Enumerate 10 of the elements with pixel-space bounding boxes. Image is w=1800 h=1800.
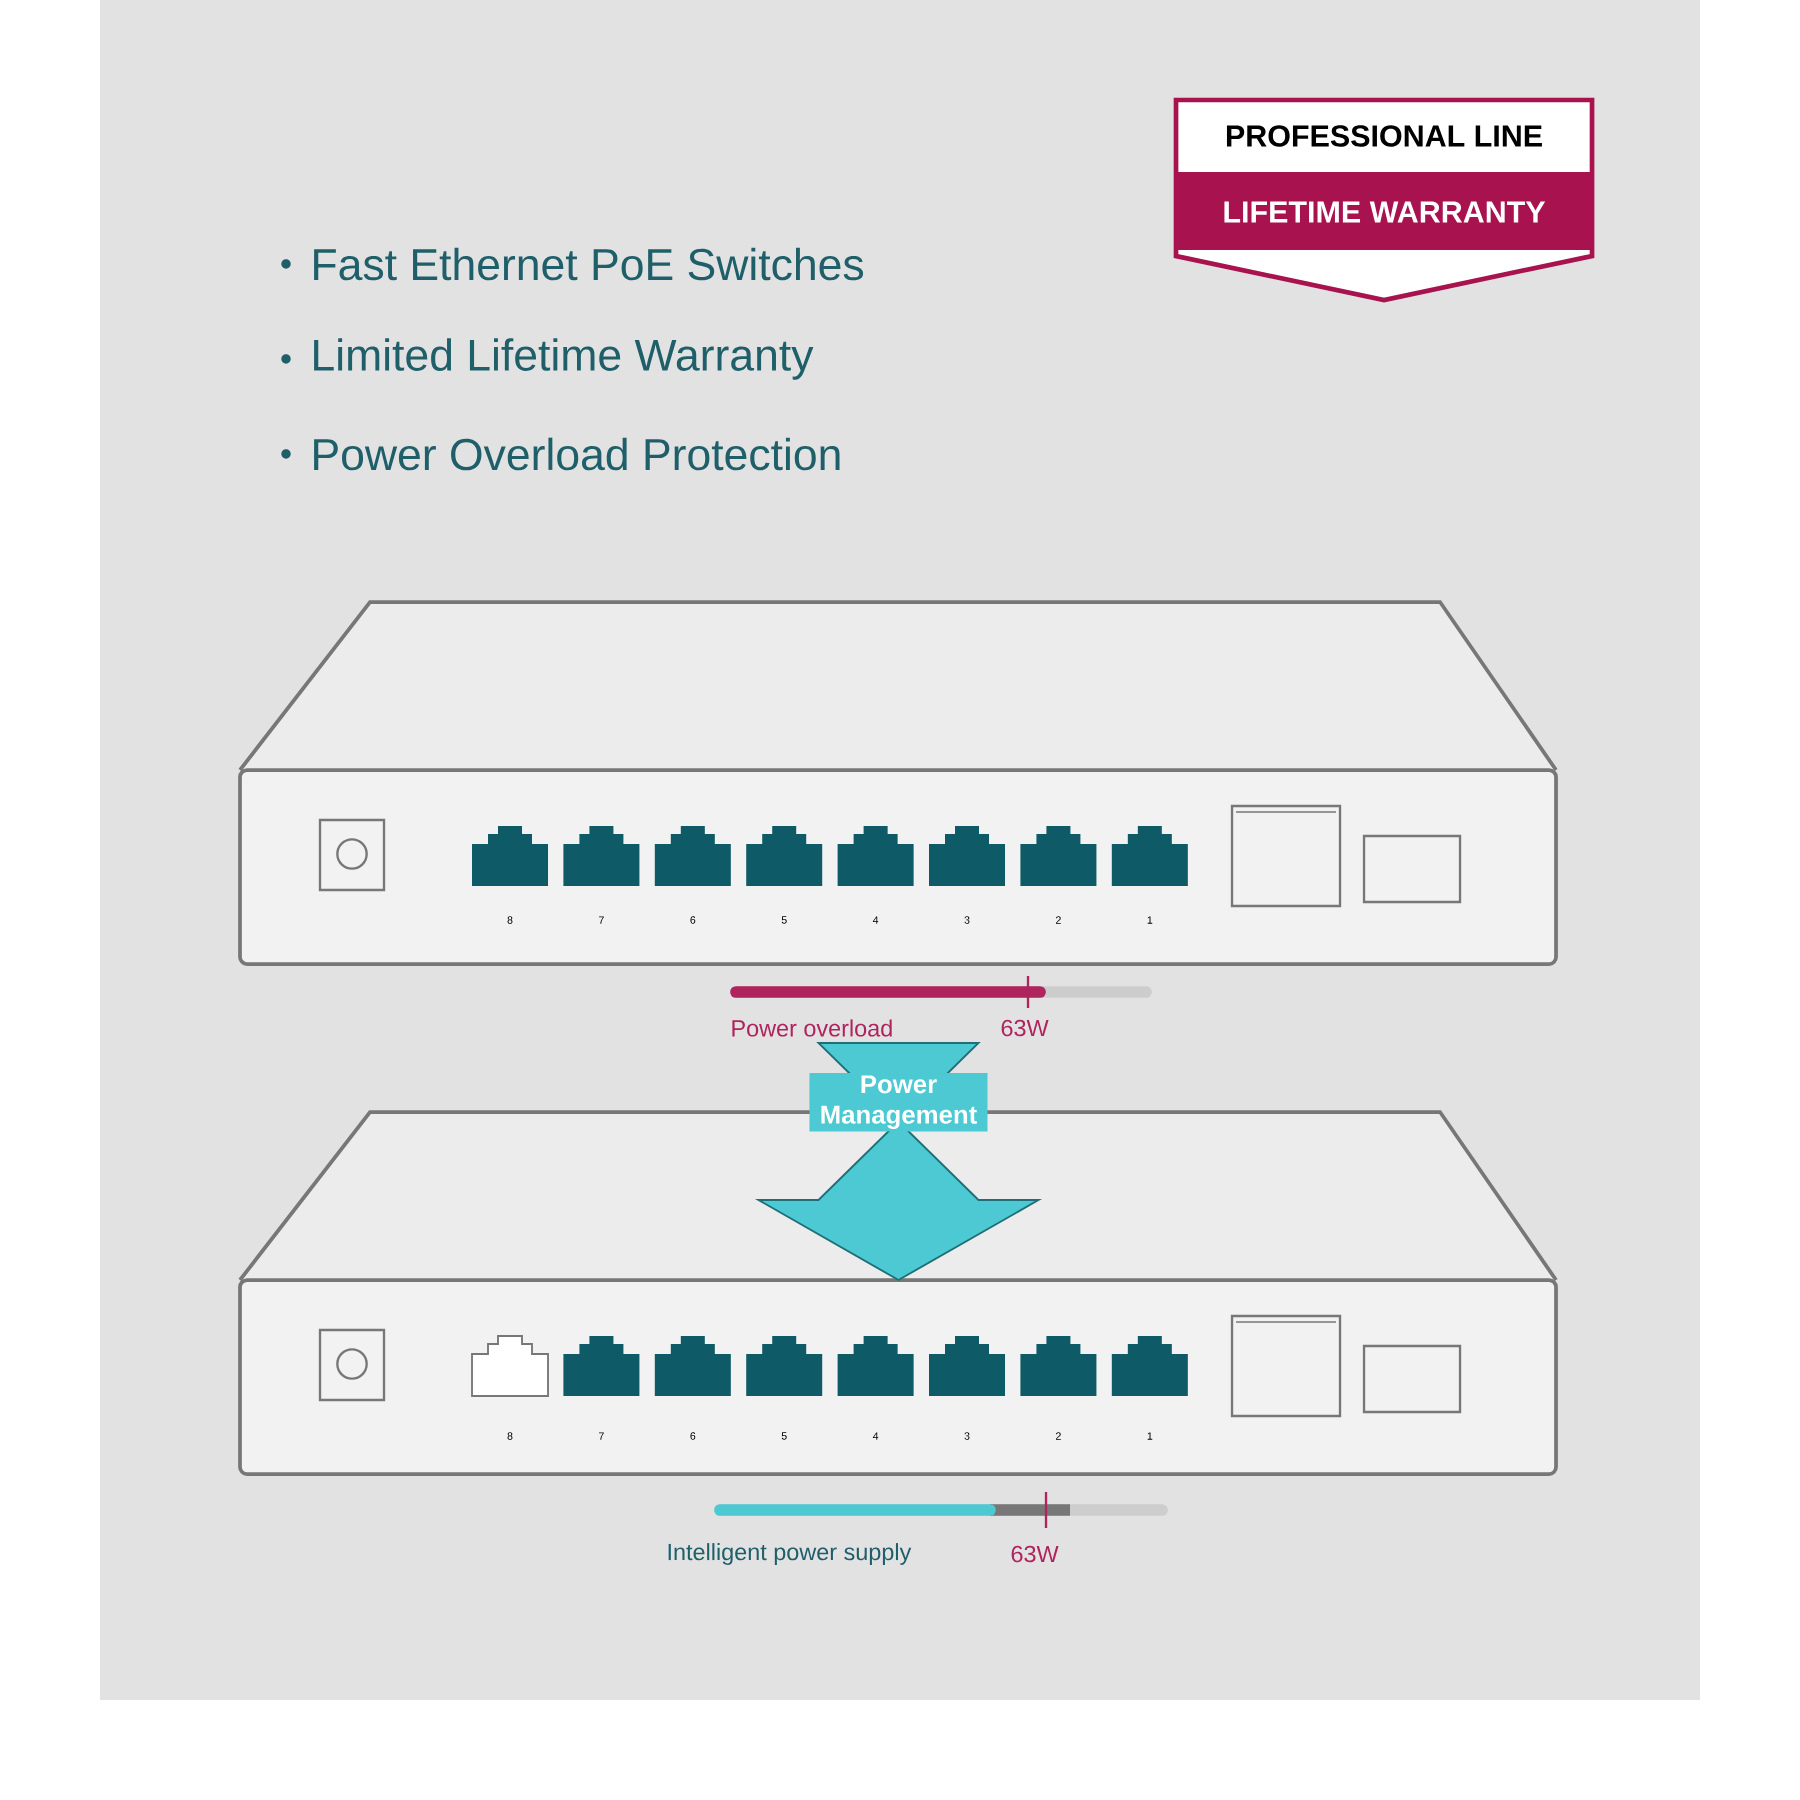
wattage-value: 63W bbox=[1011, 1545, 1059, 1563]
bullet-text: Power Overload Protection bbox=[314, 437, 840, 471]
edge-label: Power Management bbox=[821, 1075, 977, 1130]
wattage-value: 63W bbox=[1001, 1019, 1049, 1037]
switch-drawing bbox=[238, 1278, 1558, 1476]
bar-caption: Power overload bbox=[732, 1019, 892, 1037]
warranty-badge: PROFESSIONAL LINE LIFETIME WARRANTY bbox=[1173, 97, 1595, 303]
bullet-text: Limited Lifetime Warranty bbox=[314, 338, 814, 380]
bar-caption: Intelligent power supply bbox=[668, 1543, 912, 1565]
bullet-text: Fast Ethernet PoE Switches bbox=[314, 247, 864, 281]
